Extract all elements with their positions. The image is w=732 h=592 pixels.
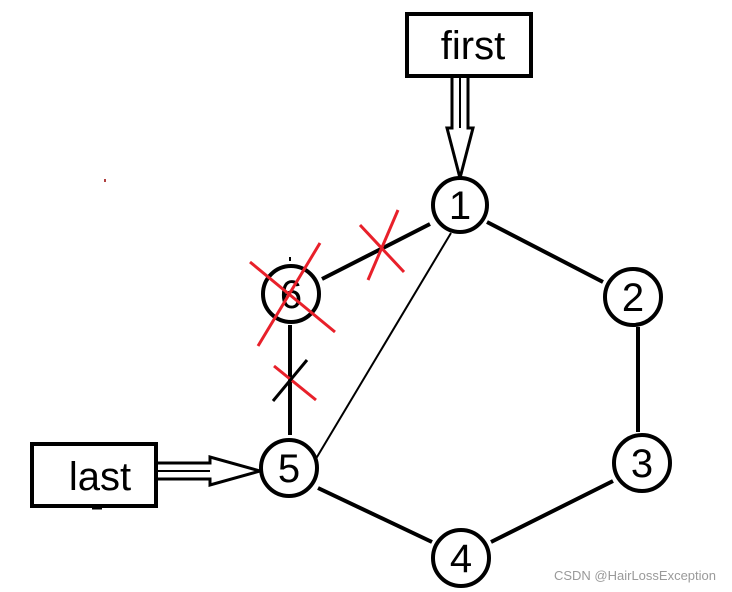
node-4-label: 4	[450, 537, 472, 581]
last-pointer-label: last	[69, 455, 131, 499]
node-5: 5	[259, 438, 319, 498]
strike-edge-5-6-mark	[271, 359, 317, 402]
strike-edge-6-1-mark	[358, 209, 406, 281]
node-3-label: 3	[631, 442, 653, 486]
first-pointer-label: first	[441, 24, 505, 68]
node-2-label: 2	[622, 276, 644, 320]
node-4: 4	[431, 528, 491, 588]
edge-6-1	[321, 222, 431, 281]
stray-dot-red	[104, 179, 106, 182]
edge-3-4	[490, 479, 614, 544]
watermark-text: CSDN @HairLossException	[554, 568, 716, 583]
last-pointer-box	[30, 442, 158, 508]
node-1-label: 1	[449, 184, 471, 228]
node-2: 2	[603, 267, 663, 327]
edge-4-5	[317, 486, 433, 544]
edge-5-1	[313, 232, 452, 463]
first-pointer-box	[405, 12, 533, 78]
node-3: 3	[612, 433, 672, 493]
strike-node-6-mark	[249, 242, 336, 347]
node-1: 1	[431, 176, 489, 234]
edge-1-2	[486, 220, 604, 284]
node-5-label: 5	[278, 447, 300, 491]
stray-dot-black	[289, 257, 291, 261]
